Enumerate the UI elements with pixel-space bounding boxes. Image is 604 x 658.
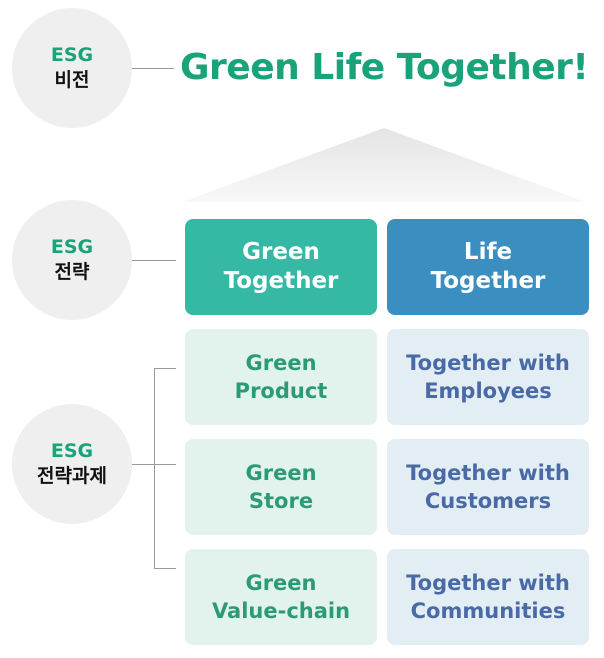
vision-slogan: Green Life Together!	[180, 47, 589, 88]
task-together-communities-line1: Together with	[406, 571, 570, 595]
task-together-communities: Together with Communities	[387, 549, 589, 645]
task-green-product-line1: Green	[245, 351, 317, 375]
vision-connector	[132, 68, 174, 69]
tasks-circle: ESG 전략과제	[12, 404, 132, 524]
strategy-green-line1: Green	[242, 239, 320, 265]
tasks-bracket-vertical	[154, 368, 155, 569]
task-green-store-line2: Store	[248, 489, 314, 513]
tasks-bracket-middle	[154, 464, 176, 465]
task-green-store: Green Store	[185, 439, 377, 535]
vision-circle: ESG 비전	[12, 8, 132, 128]
tasks-circle-label: 전략과제	[37, 465, 107, 487]
strategy-life-line1: Life	[463, 239, 513, 265]
vision-circle-label: 비전	[54, 69, 90, 91]
task-together-employees-line2: Employees	[424, 379, 552, 403]
task-together-customers-line1: Together with	[406, 461, 570, 485]
tasks-bracket-top	[154, 368, 176, 369]
task-green-value-chain: Green Value-chain	[185, 549, 377, 645]
strategy-green-together: Green Together	[185, 219, 377, 315]
strategy-life-together: Life Together	[387, 219, 589, 315]
tasks-connector	[132, 464, 154, 465]
strategy-circle: ESG 전략	[12, 200, 132, 320]
roof-shape	[182, 128, 586, 202]
vision-circle-tag: ESG	[50, 44, 94, 66]
task-together-employees: Together with Employees	[387, 329, 589, 425]
task-together-customers: Together with Customers	[387, 439, 589, 535]
task-together-employees-line1: Together with	[406, 351, 570, 375]
strategy-connector	[132, 260, 176, 261]
task-together-communities-line2: Communities	[410, 599, 566, 623]
tasks-bracket-bottom	[154, 568, 176, 569]
task-green-product: Green Product	[185, 329, 377, 425]
strategy-life-line2: Together	[430, 268, 546, 294]
task-green-value-chain-line2: Value-chain	[211, 599, 351, 623]
strategy-green-line2: Together	[223, 268, 339, 294]
task-together-customers-line2: Customers	[424, 489, 552, 513]
tasks-circle-tag: ESG	[50, 440, 94, 462]
task-green-store-line1: Green	[245, 461, 317, 485]
task-green-value-chain-line1: Green	[245, 571, 317, 595]
strategy-circle-label: 전략	[54, 261, 90, 283]
strategy-circle-tag: ESG	[50, 236, 94, 258]
task-green-product-line2: Product	[234, 379, 328, 403]
